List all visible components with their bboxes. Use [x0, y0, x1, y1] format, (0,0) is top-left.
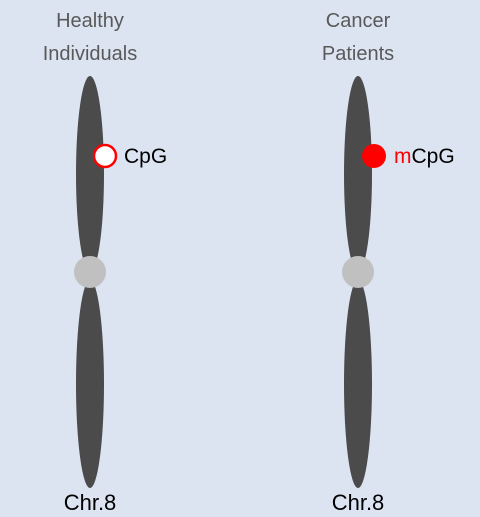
healthy-title-line2: Individuals — [43, 43, 138, 65]
healthy-centromere — [74, 256, 106, 288]
unmethylated-cpg-marker — [94, 145, 116, 167]
cancer-title-line1: Cancer — [326, 10, 391, 32]
healthy-title-line1: Healthy — [56, 10, 124, 32]
healthy-panel: Healthy Individuals CpG Chr.8 — [43, 10, 167, 515]
cancer-chromosome — [342, 76, 374, 488]
cancer-chromosome-q-arm — [344, 280, 372, 488]
methylated-cpg-marker — [362, 144, 386, 168]
cancer-chromosome-p-arm — [344, 76, 372, 272]
cancer-panel: Cancer Patients mCpG Chr.8 — [322, 10, 455, 515]
cancer-site-text: CpG — [412, 145, 455, 168]
healthy-chromosome-p-arm — [76, 76, 104, 272]
healthy-site-label: CpG — [124, 145, 167, 168]
healthy-chromosome-label: Chr.8 — [64, 490, 117, 515]
cancer-centromere — [342, 256, 374, 288]
healthy-chromosome — [74, 76, 106, 488]
cancer-title-line2: Patients — [322, 43, 394, 65]
cancer-site-prefix: m — [394, 145, 412, 168]
cancer-chromosome-label: Chr.8 — [332, 490, 385, 515]
healthy-site-text: CpG — [124, 145, 167, 168]
cancer-site-label: mCpG — [394, 145, 455, 168]
healthy-chromosome-q-arm — [76, 280, 104, 488]
